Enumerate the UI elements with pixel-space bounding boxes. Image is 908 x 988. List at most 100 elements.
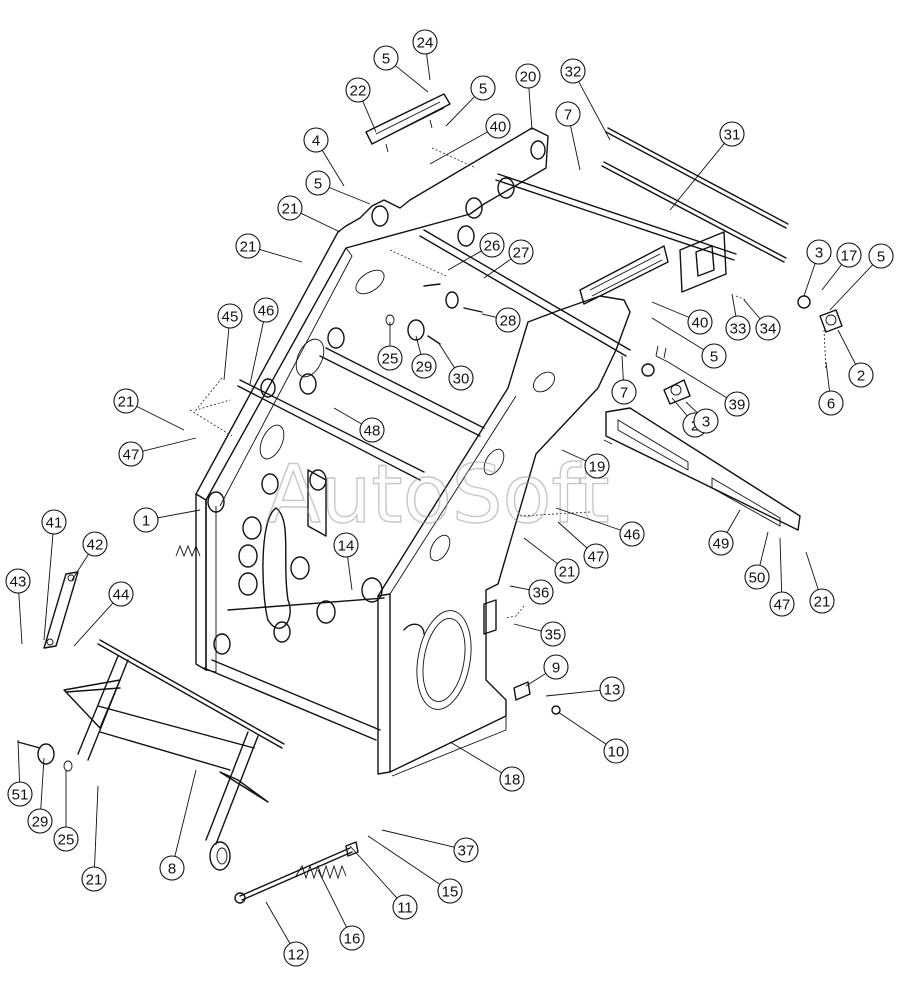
callout-number: 51 (12, 787, 29, 804)
callout-ring (377, 345, 403, 371)
callout-ring (392, 894, 418, 920)
callout-leader (362, 100, 377, 133)
callout-number: 9 (552, 660, 560, 677)
callout-5: 5 (445, 75, 496, 127)
callout-number: 41 (46, 515, 63, 532)
callout-ring (485, 113, 511, 139)
callout-leader (523, 537, 558, 565)
callout-number: 22 (350, 83, 367, 100)
callout-7: 7 (611, 355, 637, 405)
callout-35: 35 (513, 621, 566, 647)
callout-number: 42 (87, 537, 104, 554)
callout-21: 21 (81, 785, 107, 892)
callout-number: 7 (564, 107, 572, 124)
callout-number: 37 (458, 843, 475, 860)
callout-21: 21 (805, 551, 835, 614)
callout-ring (283, 941, 309, 967)
callout-39: 39 (667, 361, 750, 417)
callout-20: 20 (515, 63, 541, 131)
callout-number: 18 (504, 772, 521, 789)
callout-ring (108, 581, 134, 607)
callout-leader (367, 835, 441, 885)
callout-4: 4 (303, 127, 345, 187)
callout-leader (525, 673, 547, 687)
callout-leader (570, 125, 581, 171)
callout-40: 40 (651, 301, 713, 335)
callout-number: 5 (479, 81, 487, 98)
callout-number: 44 (113, 587, 130, 604)
callout-1: 1 (133, 507, 201, 533)
callout-leader (174, 769, 197, 857)
callout-ring (5, 568, 31, 594)
callout-number: 25 (58, 832, 75, 849)
callout-ring (27, 808, 53, 834)
pulleys (207, 140, 546, 655)
callout-ring (508, 239, 534, 265)
swing-frame (63, 639, 285, 871)
callout-18: 18 (449, 741, 525, 792)
callout-number: 7 (620, 385, 628, 402)
callout-number: 3 (815, 245, 823, 262)
callout-44: 44 (73, 581, 134, 647)
callout-number: 21 (814, 594, 831, 611)
callout-leader (555, 507, 621, 531)
callout-ring (744, 564, 770, 590)
callout-43: 43 (5, 568, 31, 645)
callout-leader (265, 901, 291, 944)
callout-36: 36 (509, 579, 554, 605)
callout-leader (333, 407, 362, 425)
callout-ring (333, 532, 359, 558)
callout-leader (347, 556, 353, 591)
callout-number: 14 (338, 538, 355, 555)
callout-ring (836, 242, 862, 268)
callout-ring (133, 507, 159, 533)
callout-ring (411, 353, 437, 379)
callout-24: 24 (412, 29, 438, 81)
callout-number: 11 (397, 900, 413, 917)
callout-ring (809, 588, 835, 614)
callout-47: 47 (769, 537, 795, 617)
callout-leader (837, 329, 856, 365)
callout-leader (43, 533, 54, 641)
callout-leader (779, 537, 783, 593)
callout-ring (619, 521, 645, 547)
callout-ring (53, 826, 79, 852)
callout-number: 5 (382, 51, 390, 68)
callout-leader (71, 553, 89, 581)
callout-ring (687, 309, 713, 335)
callout-number: 29 (32, 814, 49, 831)
callout-ring (412, 29, 438, 55)
callout-leader (731, 293, 737, 317)
callout-leader (561, 449, 587, 462)
callout-leader (803, 263, 816, 297)
callout-ring (603, 738, 629, 764)
upper-right-bracket (579, 231, 727, 305)
cross-tubes (203, 173, 737, 741)
callout-leader (249, 321, 264, 385)
callout-number: 50 (749, 570, 766, 587)
callout-25: 25 (53, 770, 79, 852)
callout-number: 1 (142, 513, 150, 530)
callout-number: 33 (730, 321, 747, 338)
callout-37: 37 (381, 829, 479, 863)
callout-number: 43 (10, 574, 27, 591)
right-side-plate (377, 295, 631, 777)
callout-leader (223, 327, 230, 381)
callout-30: 30 (437, 341, 474, 391)
callout-number: 45 (222, 309, 239, 326)
callout-25: 25 (377, 322, 403, 371)
callout-leader (621, 355, 624, 381)
callout-number: 10 (608, 744, 625, 761)
callout-ring (806, 239, 832, 265)
callout-34: 34 (743, 299, 781, 341)
callout-48: 48 (333, 407, 385, 443)
callout-number: 5 (877, 249, 885, 266)
callout-number: 3 (702, 414, 710, 431)
callout-ring (305, 170, 331, 196)
small-parts (17, 283, 561, 772)
callout-5: 5 (305, 170, 371, 205)
callout-5: 5 (651, 317, 727, 369)
callout-leader (429, 131, 488, 165)
callout-leader (578, 81, 611, 141)
